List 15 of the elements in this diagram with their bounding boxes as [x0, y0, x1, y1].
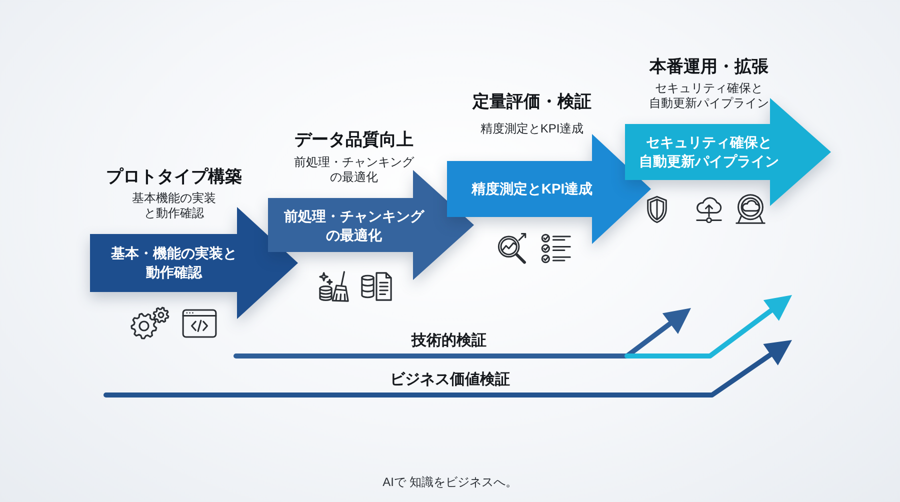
step-heading: 本番運用・拡張	[650, 56, 768, 78]
trend-label: 技術的検証	[412, 331, 486, 351]
tagline: AIで 知識をビジネスへ。	[382, 474, 518, 490]
step-text: 前処理・チャンキングの最適化	[283, 207, 426, 245]
step-description: セキュリティ確保と自動更新パイプライン	[648, 81, 770, 111]
step-heading: 定量評価・検証	[472, 91, 592, 113]
step-description: 前処理・チャンキングの最適化	[293, 155, 416, 185]
step-text: 基本・機能の実装と動作確認	[110, 244, 238, 282]
step-heading: プロトタイプ構築	[106, 166, 242, 188]
step-heading: データ品質向上	[294, 129, 414, 151]
step-description: 基本機能の実装と動作確認	[131, 191, 217, 221]
step-text: 精度測定とKPI達成	[471, 180, 593, 198]
step-text: セキュリティ確保と自動更新パイプライン	[638, 133, 780, 171]
trend-label: ビジネス価値検証	[390, 370, 510, 390]
step-description: 精度測定とKPI達成	[480, 122, 584, 136]
